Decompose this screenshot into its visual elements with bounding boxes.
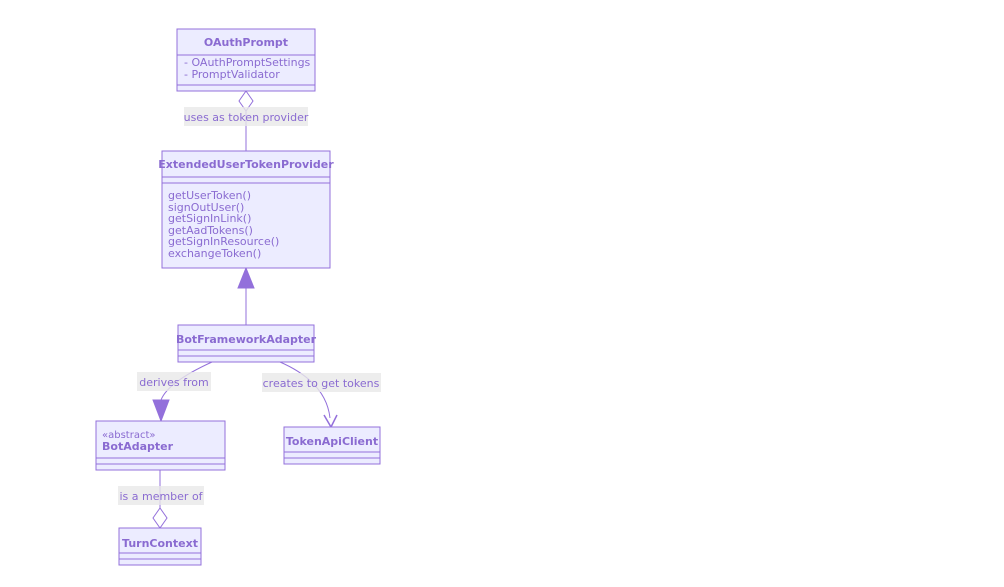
svg-text:uses as token provider: uses as token provider (184, 111, 309, 124)
svg-text:is a member of: is a member of (119, 490, 203, 503)
method: signOutUser() (168, 201, 244, 214)
label-member-of: is a member of (118, 486, 204, 505)
class-name: TurnContext (122, 537, 198, 550)
method: getSignInResource() (168, 235, 279, 248)
label-creates-tokens: creates to get tokens (262, 373, 381, 392)
method: getUserToken() (168, 189, 251, 202)
label-uses-token-provider: uses as token provider (184, 107, 309, 126)
method: getAadTokens() (168, 224, 253, 237)
open-arrow-tokenapiclient (323, 414, 338, 429)
class-tokenapiclient[interactable]: TokenApiClient (283, 426, 381, 465)
svg-text:creates to get tokens: creates to get tokens (263, 377, 380, 390)
class-botframeworkadapter[interactable]: BotFrameworkAdapter (176, 324, 317, 363)
label-derives-from: derives from (137, 372, 211, 391)
inheritance-arrow-botadapter (152, 399, 170, 423)
attribute: - OAuthPromptSettings (184, 56, 311, 69)
class-extendedusertokenprovider[interactable]: ExtendedUserTokenProvider getUserToken()… (158, 150, 334, 269)
class-name: ExtendedUserTokenProvider (158, 158, 334, 171)
class-oauthprompt[interactable]: OAuthPrompt - OAuthPromptSettings - Prom… (176, 28, 316, 92)
attribute: - PromptValidator (184, 68, 280, 81)
class-name: TokenApiClient (286, 435, 378, 448)
svg-text:derives from: derives from (139, 376, 208, 389)
class-name: OAuthPrompt (204, 36, 288, 49)
class-name: BotFrameworkAdapter (176, 333, 317, 346)
method: exchangeToken() (168, 247, 261, 260)
aggregation-diamond-turncontext (152, 507, 168, 529)
class-botadapter[interactable]: «abstract» BotAdapter (95, 420, 226, 471)
class-turncontext[interactable]: TurnContext (118, 527, 202, 566)
class-name: BotAdapter (102, 440, 174, 453)
stereotype: «abstract» (102, 430, 156, 441)
method: getSignInLink() (168, 212, 251, 225)
inheritance-arrow-provider (237, 266, 255, 289)
